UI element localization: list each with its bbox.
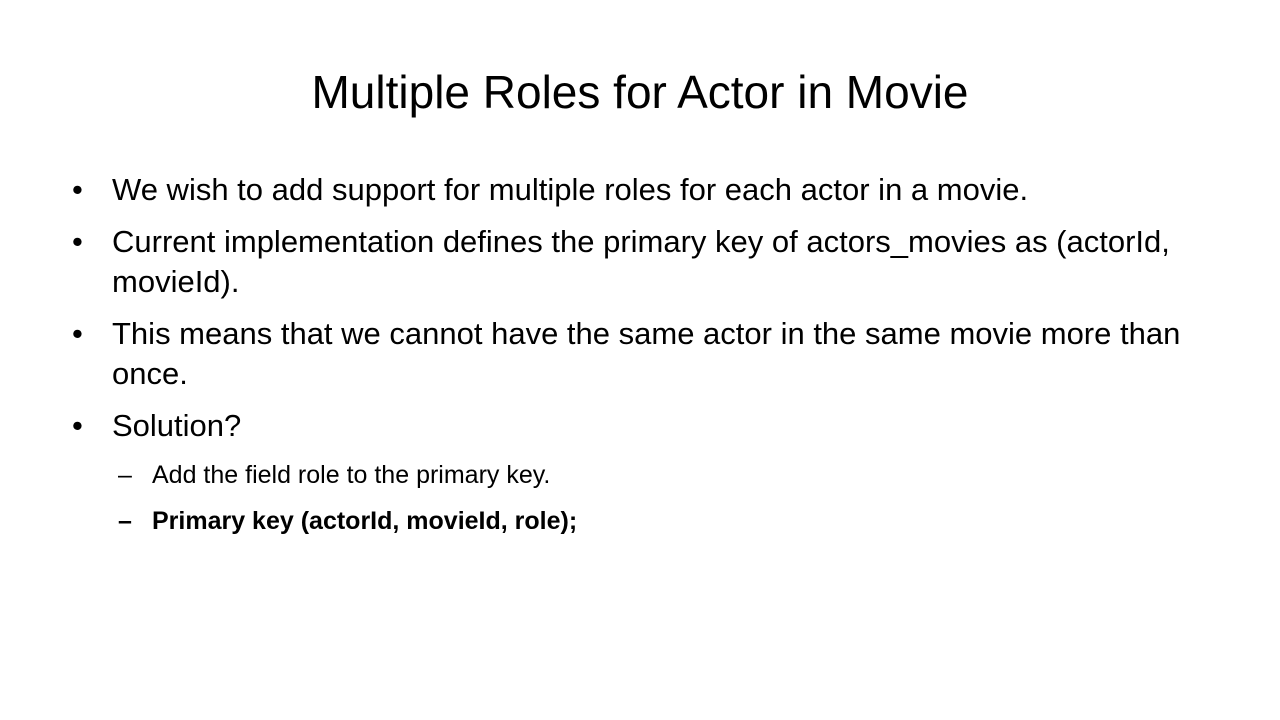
slide-content: • We wish to add support for multiple ro… — [72, 170, 1202, 550]
bullet-text: This means that we cannot have the same … — [112, 316, 1181, 391]
sub-bullet-item: – Primary key (actorId, movieId, role); — [72, 504, 1202, 538]
dash-icon: – — [118, 461, 132, 489]
bullet-icon: • — [72, 408, 83, 443]
bullet-text: We wish to add support for multiple role… — [112, 172, 1029, 207]
bullet-icon: • — [72, 172, 83, 207]
bullet-item: • This means that we cannot have the sam… — [72, 314, 1202, 394]
bullet-item: • Current implementation defines the pri… — [72, 222, 1202, 302]
bullet-item: • We wish to add support for multiple ro… — [72, 170, 1202, 210]
dash-icon: – — [118, 507, 132, 535]
bullet-item: • Solution? — [72, 406, 1202, 446]
bullet-text: Current implementation defines the prima… — [112, 224, 1170, 299]
sub-bullet-item: – Add the field role to the primary key. — [72, 458, 1202, 492]
slide-title: Multiple Roles for Actor in Movie — [311, 66, 969, 118]
bullet-text: Solution? — [112, 408, 242, 443]
sub-bullet-text: Add the field role to the primary key. — [152, 461, 551, 489]
bullet-icon: • — [72, 224, 83, 259]
bullet-icon: • — [72, 316, 83, 351]
sub-bullet-text: Primary key (actorId, movieId, role); — [152, 507, 578, 535]
